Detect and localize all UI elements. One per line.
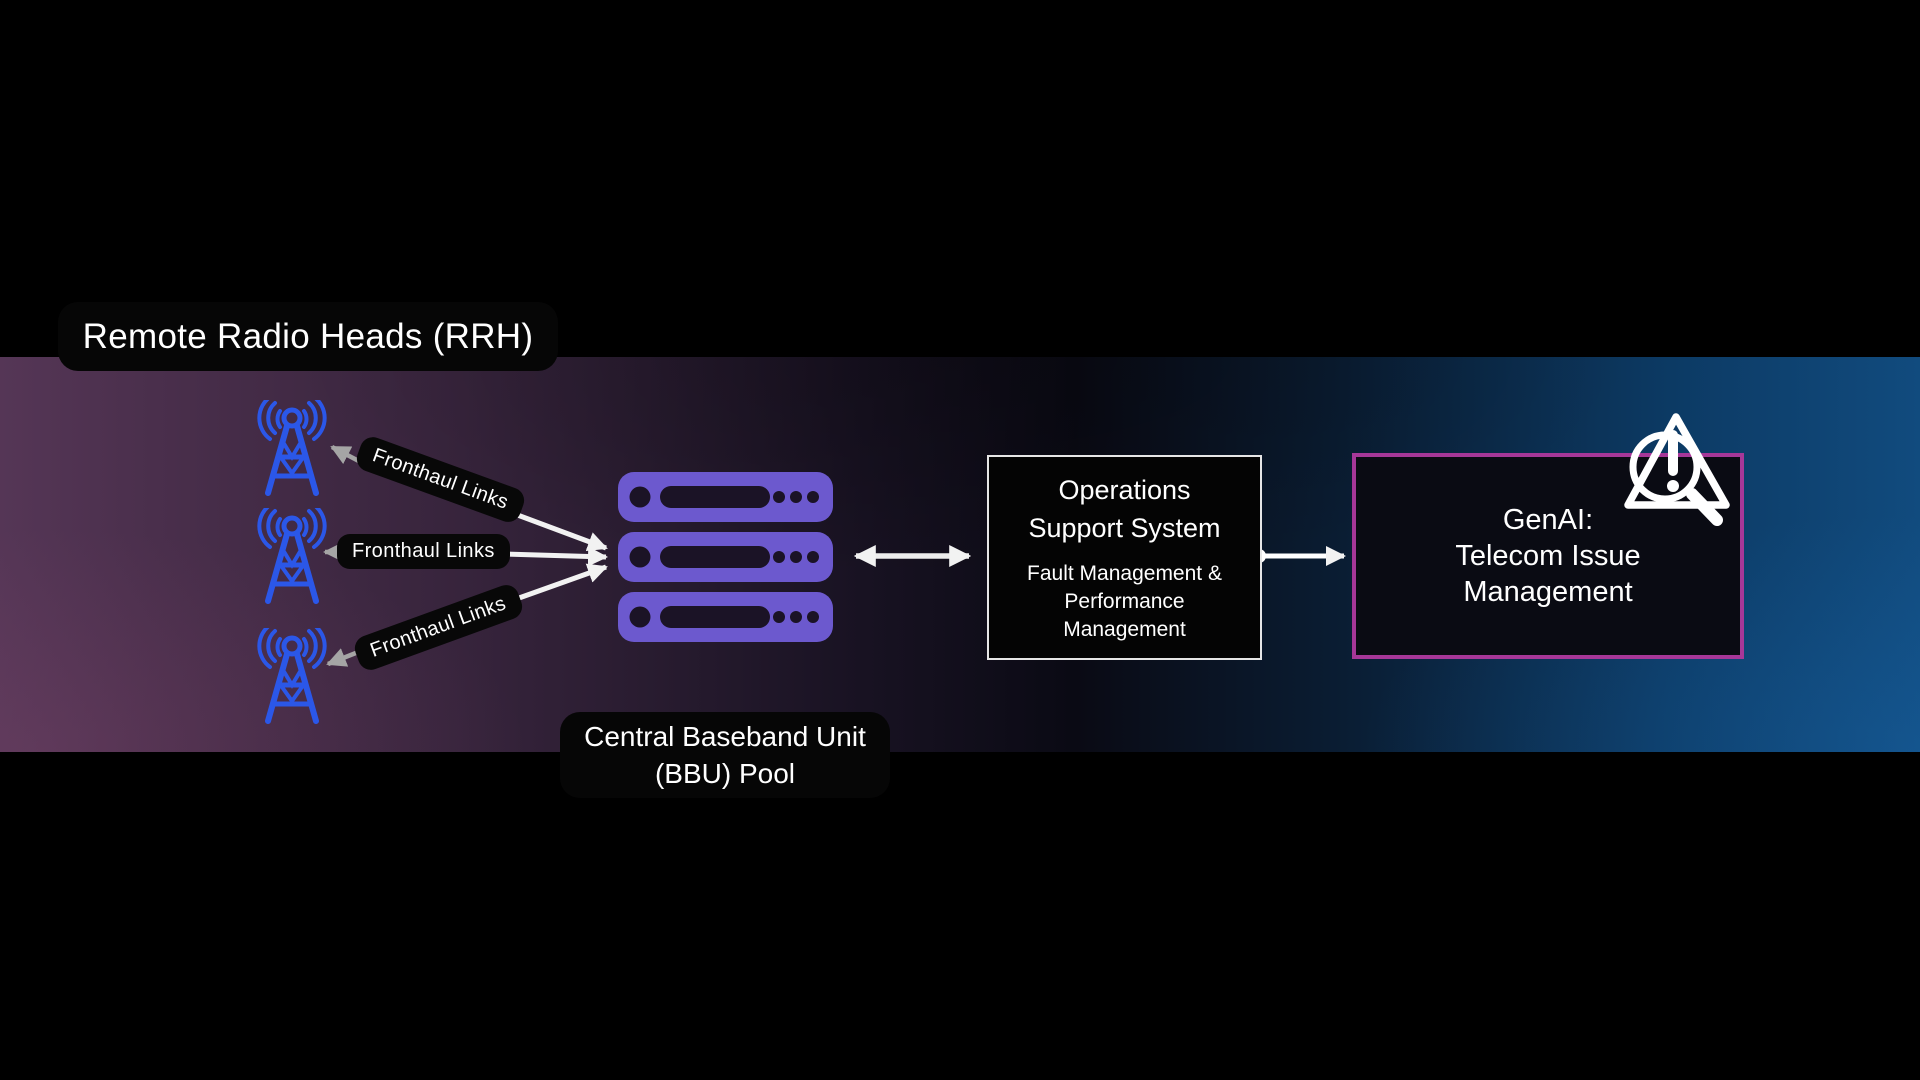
bbu-pool-label: Central Baseband Unit (BBU) Pool xyxy=(560,712,890,798)
oss-subtitle-line1: Fault Management & xyxy=(1027,562,1222,585)
radio-tower-icon xyxy=(257,508,327,604)
oss-subtitle-line2: Performance xyxy=(1064,590,1185,613)
fronthaul-links-label-2: Fronthaul Links xyxy=(337,534,510,569)
radio-tower-icon xyxy=(257,400,327,496)
bbu-pool-label-line1: Central Baseband Unit xyxy=(584,721,866,752)
server-row xyxy=(618,472,833,522)
oss-box: Operations Support System Fault Manageme… xyxy=(987,455,1262,660)
radio-tower-icon xyxy=(257,628,327,724)
oss-subtitle-line3: Management xyxy=(1063,618,1186,641)
genai-title-line3: Management xyxy=(1463,576,1633,608)
oss-title: Operations Support System xyxy=(989,471,1260,547)
rrh-title-pill: Remote Radio Heads (RRH) xyxy=(58,302,558,371)
warning-magnifier-search-icon xyxy=(1624,413,1730,526)
server-row xyxy=(618,592,833,642)
bbu-pool-label-line2: (BBU) Pool xyxy=(654,758,796,789)
oss-title-line2: Support System xyxy=(1028,513,1221,543)
server-row xyxy=(618,532,833,582)
server-stack-icon xyxy=(618,472,833,642)
oss-title-line1: Operations xyxy=(1058,475,1191,505)
oss-subtitle: Fault Management & Performance Managemen… xyxy=(989,560,1260,644)
genai-title-line1: GenAI: xyxy=(1502,504,1594,536)
rrh-title: Remote Radio Heads (RRH) xyxy=(82,316,534,356)
genai-title-line2: Telecom Issue xyxy=(1455,540,1641,572)
